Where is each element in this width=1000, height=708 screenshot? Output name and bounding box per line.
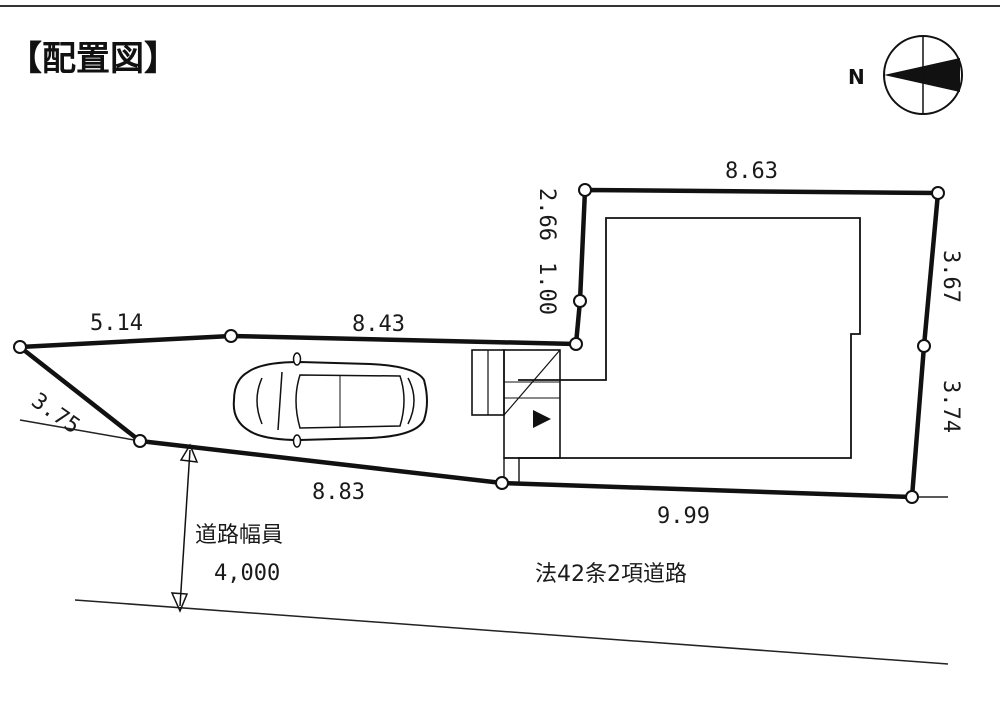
vertex-marker bbox=[573, 294, 587, 308]
vertex-marker bbox=[917, 339, 931, 353]
car-windshield bbox=[277, 371, 283, 431]
compass-arrow bbox=[884, 58, 960, 92]
car-icon bbox=[232, 352, 428, 448]
car-mirror-right bbox=[292, 434, 302, 448]
north-label: N bbox=[848, 65, 865, 89]
dimension-label: 8.63 bbox=[725, 159, 778, 184]
arrow-head-bottom bbox=[170, 592, 189, 613]
car-hood-line bbox=[256, 377, 263, 425]
dimension-label: 8.83 bbox=[312, 480, 365, 505]
entrance-arrow-icon bbox=[533, 410, 551, 428]
vertex-marker bbox=[133, 434, 147, 448]
vertex-marker bbox=[569, 337, 583, 351]
building bbox=[471, 217, 861, 484]
car-mirror-left bbox=[292, 352, 302, 366]
car-rear-window bbox=[407, 377, 415, 425]
dimension-label: 2.66 bbox=[534, 188, 559, 241]
north-compass: N bbox=[848, 35, 963, 115]
car-body bbox=[232, 360, 428, 442]
lot-boundary bbox=[17, 187, 941, 500]
entrance-porch bbox=[503, 349, 561, 459]
vertex-marker bbox=[224, 329, 238, 343]
boundary-vertices bbox=[13, 183, 945, 504]
road-edge-extension-left bbox=[19, 419, 141, 442]
gate-post bbox=[503, 457, 520, 484]
dimension-label: 8.43 bbox=[352, 312, 405, 337]
road-width-label: 道路幅員 bbox=[195, 523, 283, 548]
vertex-marker bbox=[578, 183, 592, 197]
dimension-label: 1.00 bbox=[534, 262, 559, 315]
dimension-label: 5.14 bbox=[90, 311, 143, 336]
dimension-label: 3.74 bbox=[938, 380, 963, 433]
building-outline bbox=[518, 217, 861, 459]
dimension-label: 3.67 bbox=[938, 250, 963, 303]
road-width-arrow bbox=[170, 443, 199, 613]
dimension-label: 3.75 bbox=[27, 388, 85, 439]
road-opposite-edge bbox=[74, 599, 949, 665]
road-type-label: 法42条2項道路 bbox=[535, 562, 687, 587]
vertex-marker bbox=[931, 186, 945, 200]
arrow-head-top bbox=[179, 443, 199, 463]
road-width-line bbox=[179, 449, 191, 607]
dimension-label: 9.99 bbox=[657, 504, 710, 529]
vertex-marker bbox=[495, 476, 509, 490]
vertex-marker bbox=[13, 340, 27, 354]
diagram-title: 【配置図】 bbox=[8, 39, 178, 79]
car-roof bbox=[295, 374, 405, 429]
road-width-value: 4,000 bbox=[214, 561, 280, 586]
vertex-marker bbox=[905, 490, 919, 504]
